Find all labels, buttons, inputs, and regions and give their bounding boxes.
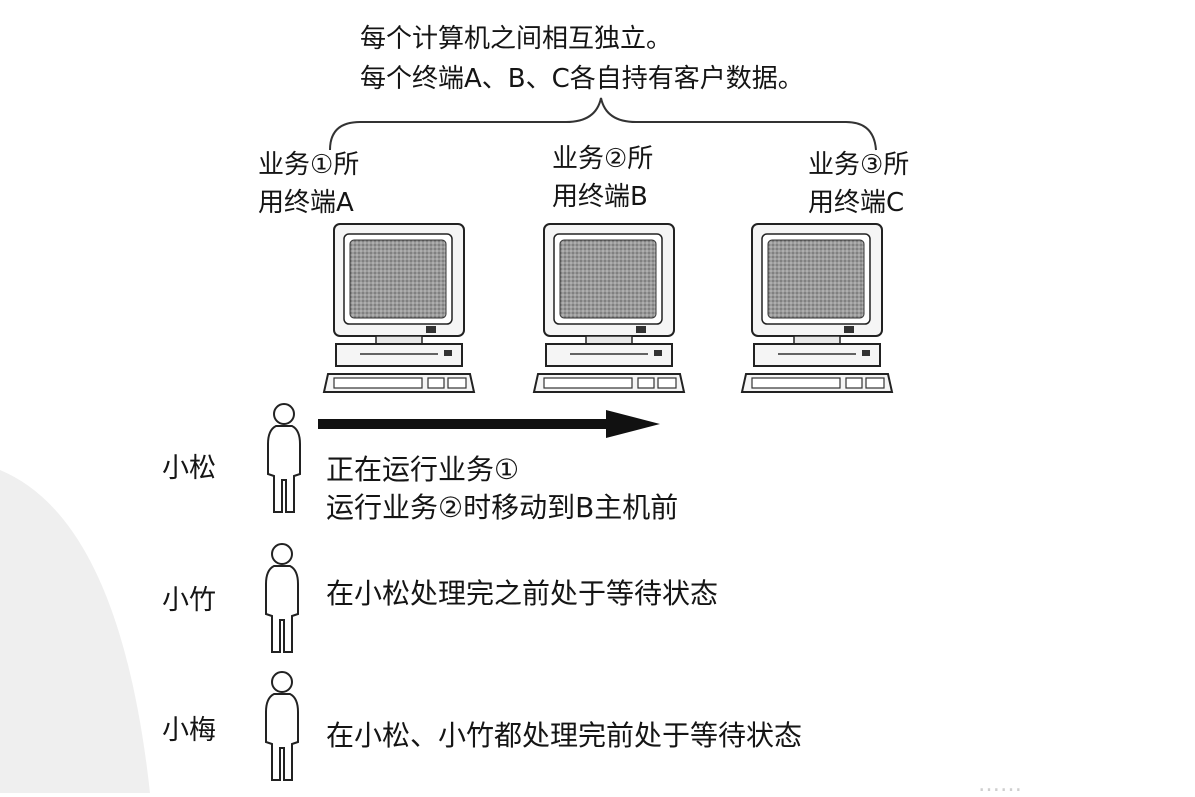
terminal-c-label-2: 用终端C <box>808 188 905 218</box>
person-name-komatsu: 小松 <box>162 453 216 484</box>
terminal-a-label-2: 用终端A <box>258 188 354 218</box>
header-line-1: 每个计算机之间相互独立。 <box>360 24 673 54</box>
person-koume-icon <box>265 671 299 781</box>
kotake-desc: 在小松处理完之前处于等待状态 <box>326 577 719 610</box>
person-name-kotake: 小竹 <box>162 585 216 616</box>
watermark-text: …… <box>978 772 1022 797</box>
koume-desc: 在小松、小竹都处理完前处于等待状态 <box>326 719 803 752</box>
person-kotake-icon <box>265 543 299 653</box>
terminal-a-label-1: 业务①所 <box>258 150 360 180</box>
komatsu-desc-2: 运行业务②时移动到B主机前 <box>326 491 679 524</box>
komatsu-desc-1: 正在运行业务① <box>326 453 520 486</box>
header-line-2: 每个终端A、B、C各自持有客户数据。 <box>360 64 804 94</box>
terminal-c-label-1: 业务③所 <box>808 150 910 180</box>
terminal-b-label-1: 业务②所 <box>552 144 654 174</box>
person-komatsu-icon <box>267 403 301 513</box>
terminal-b-label-2: 用终端B <box>552 182 648 212</box>
person-name-koume: 小梅 <box>162 715 216 746</box>
